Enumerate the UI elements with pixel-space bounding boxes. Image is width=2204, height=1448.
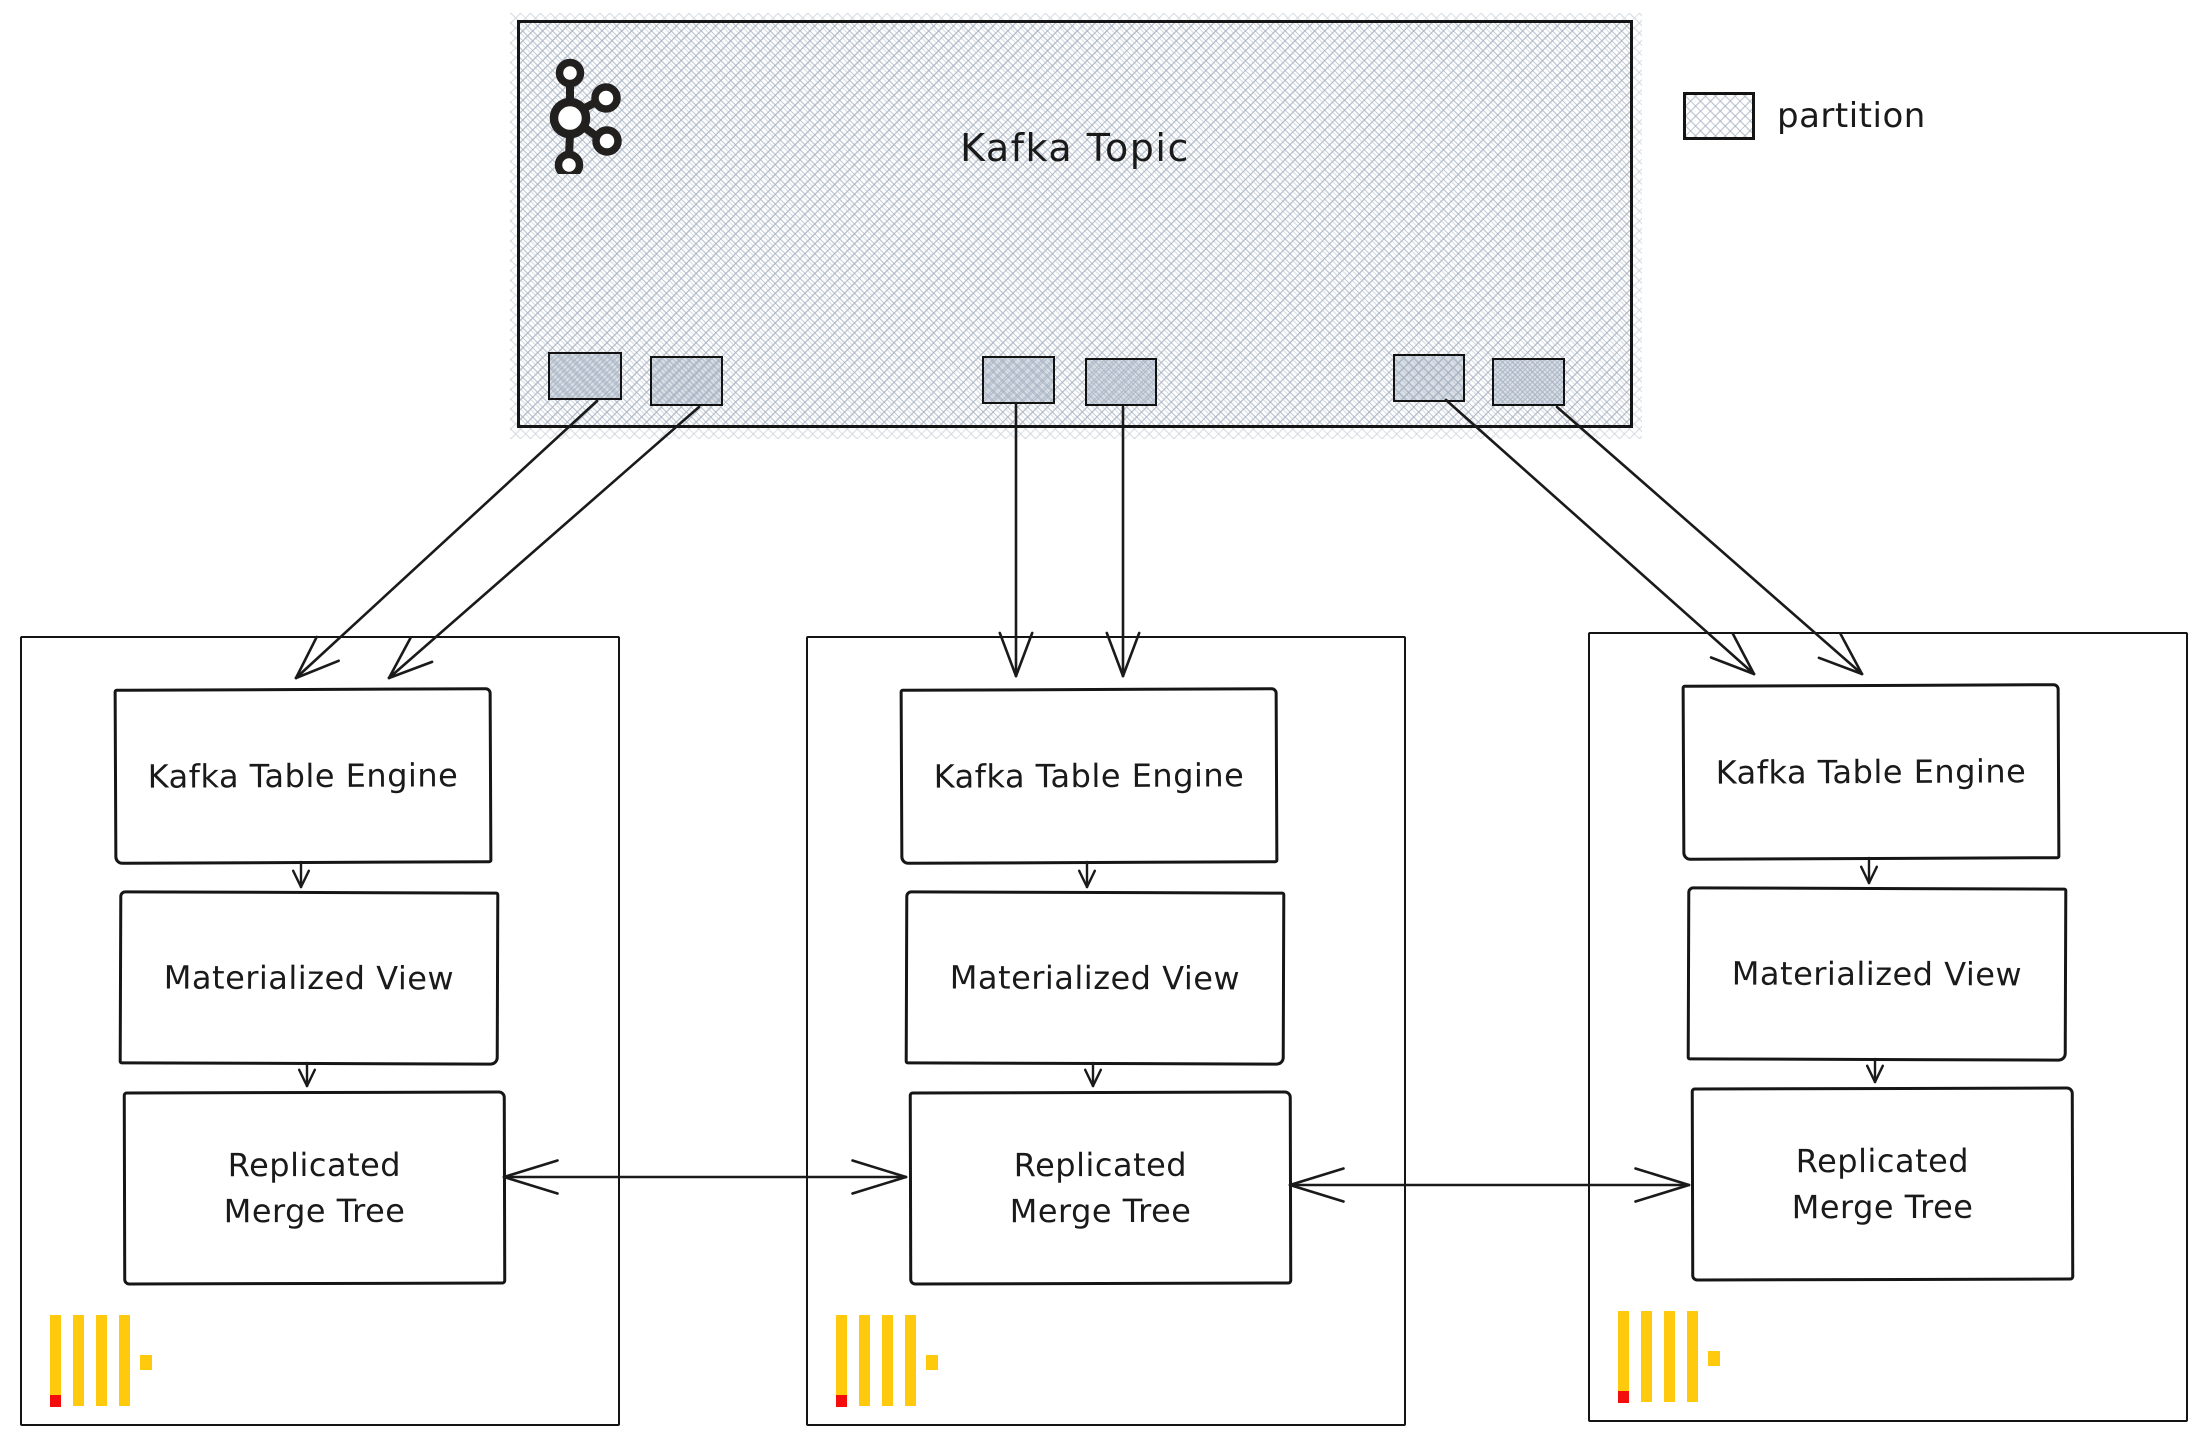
clickhouse-node-1: Kafka Table Engine Materialized View Rep… [20, 636, 620, 1426]
legend-label: partition [1777, 96, 1926, 136]
kafka-table-engine-box: Kafka Table Engine [899, 687, 1279, 865]
replicated-merge-tree-line1: Replicated [1795, 1141, 1970, 1180]
kafka-table-engine-box: Kafka Table Engine [113, 687, 493, 865]
partition-swatch-icon [1683, 92, 1755, 140]
kafka-table-engine-label: Kafka Table Engine [1715, 752, 2027, 792]
partition-3 [982, 356, 1055, 404]
kafka-topic-box: Kafka Topic [517, 20, 1633, 428]
replicated-merge-tree-box: Replicated Merge Tree [122, 1090, 507, 1286]
partition-4 [1085, 358, 1157, 406]
replicated-merge-tree-line1: Replicated [227, 1145, 402, 1184]
kafka-table-engine-label: Kafka Table Engine [933, 756, 1245, 796]
clickhouse-node-2: Kafka Table Engine Materialized View Rep… [806, 636, 1406, 1426]
replicated-merge-tree-line1: Replicated [1013, 1145, 1188, 1184]
clickhouse-logo-icon [836, 1315, 940, 1408]
clickhouse-logo-icon [1618, 1311, 1722, 1404]
partition-1 [548, 352, 622, 400]
replicated-merge-tree-line2: Merge Tree [1009, 1191, 1192, 1231]
materialized-view-box: Materialized View [904, 890, 1286, 1066]
replicated-merge-tree-line2: Merge Tree [1791, 1187, 1974, 1227]
kafka-table-engine-label: Kafka Table Engine [147, 756, 459, 796]
materialized-view-label: Materialized View [1731, 954, 2023, 994]
replicated-merge-tree-box: Replicated Merge Tree [908, 1090, 1293, 1286]
materialized-view-label: Materialized View [949, 958, 1241, 998]
kafka-topic-title: Kafka Topic [960, 126, 1190, 170]
clickhouse-node-3: Kafka Table Engine Materialized View Rep… [1588, 632, 2188, 1422]
materialized-view-box: Materialized View [1686, 886, 2068, 1062]
partition-2 [650, 356, 723, 406]
partition-6 [1492, 358, 1565, 406]
materialized-view-label: Materialized View [163, 958, 455, 998]
apache-kafka-logo-icon [549, 58, 622, 174]
clickhouse-logo-icon [50, 1315, 154, 1408]
materialized-view-box: Materialized View [118, 890, 500, 1066]
replicated-merge-tree-line2: Merge Tree [223, 1191, 406, 1231]
partition-5 [1393, 354, 1465, 402]
replicated-merge-tree-box: Replicated Merge Tree [1690, 1086, 2075, 1282]
legend: partition [1683, 92, 1926, 140]
kafka-table-engine-box: Kafka Table Engine [1681, 683, 2061, 861]
